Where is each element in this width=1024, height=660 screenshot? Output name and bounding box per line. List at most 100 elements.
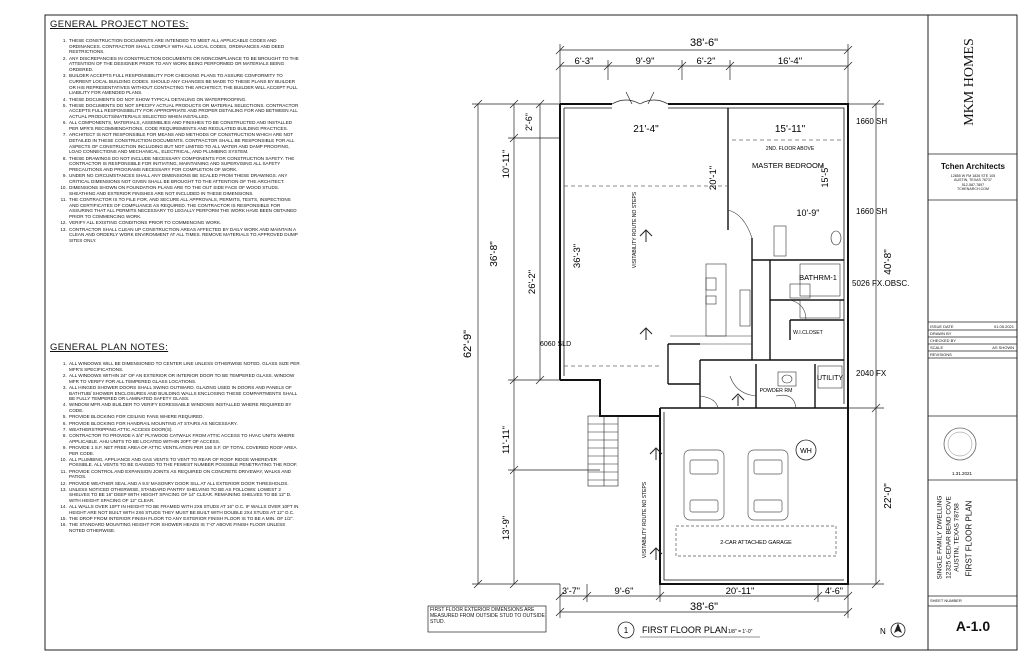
vis-route-2-label: VISITABILITY ROUTE NO STEPS <box>642 481 648 558</box>
water-heater-icon <box>795 439 817 461</box>
wh-label: WH <box>800 448 812 455</box>
scale-row: SCALE AS SHOWN <box>930 345 1016 350</box>
note-item: PROVIDE BLOCKING FOR CEILING FANS WHERE … <box>68 414 300 420</box>
garage-label: 2-CAR ATTACHED GARAGE <box>720 540 792 546</box>
note-item: ALL PLUMBING, APPLIANCE AND GAS VENTS TO… <box>68 457 300 468</box>
note-item: THE DROP FROM INTERIOR FINISH FLOOR TO A… <box>68 516 300 522</box>
architect-info-line: 512-587-7897 <box>961 182 985 187</box>
dim-master-depth: 15'-5" <box>820 165 830 188</box>
dim-bottom-seg-2: 9'-6" <box>615 586 634 597</box>
plan-notes-title: GENERAL PLAN NOTES: <box>50 342 169 353</box>
note-item: ALL WALLS OVER 10FT IN HEIGHT TO BE FRAM… <box>68 504 300 515</box>
window-1660-b: 1660 SH <box>856 207 887 216</box>
note-item: CONTRACTOR SHALL CLEAN UP CONSTRUCTION A… <box>68 227 300 244</box>
bathroom-label: BATHRM-1 <box>799 273 837 282</box>
note-item: VERIFY ALL EXISTING CONDITIONS PRIOR TO … <box>68 220 300 226</box>
revisions-row: REVISIONS <box>930 352 1016 357</box>
note-item: PROVIDE BLOCKING FOR HANDRAIL MOUNTING A… <box>68 421 300 427</box>
note-item: PROVIDE 1 S.F. NET FREE AREA OF ATTIC VE… <box>68 445 300 456</box>
interior-walls <box>660 108 848 409</box>
view-number-bubble <box>617 621 635 639</box>
view-number: 1 <box>624 626 629 635</box>
note-item: WINDOW MFR AND BUILDER TO VERIFY EGRESSA… <box>68 402 300 413</box>
dim-master-width: 15'-11" <box>775 124 806 135</box>
note-item: PROVIDE CONTROL AND EXPANSION JOINTS AS … <box>68 469 300 480</box>
plan-notes-list: ALL WINDOWS WILL BE DIMENSIONED TO CENTE… <box>50 361 300 534</box>
note-item: THE CONTRACTOR IS TO FILE FOR, AND SECUR… <box>68 197 300 220</box>
powder-room-label: POWDER RM <box>760 388 793 394</box>
bottom-dimensions <box>555 584 853 618</box>
dim-left-seg-2: 10'-11" <box>501 150 512 179</box>
note-item: ALL WINDOWS WILL BE DIMENSIONED TO CENTE… <box>68 361 300 372</box>
dim-top-seg-1: 6'-3" <box>575 56 594 67</box>
scale-value: AS SHOWN <box>992 345 1014 350</box>
dim-bottom-seg-3: 20'-11" <box>726 586 755 597</box>
sheet-number-label: SHEET NUMBER <box>930 598 962 603</box>
company-name: MKM HOMES <box>962 38 977 126</box>
bath-fixtures <box>773 225 843 389</box>
checked-by-row: CHECKED BY <box>930 338 1016 343</box>
top-dimensions <box>555 44 853 110</box>
dim-top-seg-2: 9'-9" <box>636 56 655 67</box>
dim-left-seg-4: 11'-11" <box>501 426 512 454</box>
note-item: ALL WINDOWS WITHIN 24" OF AN EXTERIOR OR… <box>68 373 300 384</box>
scale-label: SCALE <box>930 345 944 350</box>
window-6060: 6060 SLD <box>540 341 571 348</box>
drawn-by-row: DRAWN BY <box>930 331 1016 336</box>
dim-bottom-seg-1: 3'-7" <box>562 586 580 596</box>
architect-seal <box>943 427 977 461</box>
dim-left-overall: 62'-9" <box>462 330 474 358</box>
window-1660-a: 1660 SH <box>856 117 887 126</box>
wi-closet-label: W.I.CLOSET <box>793 330 824 336</box>
garage-cars <box>675 449 837 557</box>
issue-date-value: 01.05.2021 <box>993 324 1014 329</box>
drawn-by-label: DRAWN BY <box>930 331 952 336</box>
dim-top-overall: 38'-6" <box>690 37 718 49</box>
project-line-3: AUSTIN, TEXAS 78758 <box>953 503 961 572</box>
dim-living-depth: 36'-3" <box>572 244 583 268</box>
second-floor-outline <box>564 139 844 367</box>
stairs <box>587 415 619 487</box>
note-item: THESE CONSTRUCTION DOCUMENTS ARE INTENDE… <box>68 38 300 55</box>
dim-left-seg-5: 13'-9" <box>501 516 512 540</box>
note-item: UNDER NO CIRCUMSTANCES SHALL ANY DIMENSI… <box>68 173 300 184</box>
architect-info: 12855 W FM 1826 STE 105 AUSTIN, TEXAS 78… <box>930 174 1016 191</box>
note-item: ARCHITECT IS NOT RESPONSIBLE FOR MEANS A… <box>68 132 300 155</box>
issue-date-label: ISSUE DATE <box>930 324 954 329</box>
note-item: DIMENSIONS SHOWN ON FOUNDATION PLANS ARE… <box>68 185 300 196</box>
general-project-notes: GENERAL PROJECT NOTES: THESE CONSTRUCTIO… <box>50 19 300 244</box>
sheet-title: FIRST FLOOR PLAN <box>964 500 974 577</box>
left-dimensions <box>472 99 600 589</box>
project-line-1: SINGLE FAMILY DWELLING <box>936 495 944 580</box>
dim-hall-depth: 20'-1" <box>708 166 719 190</box>
note-item: WEATHERSTRIPPING ATTIC ACCESS DOOR(S). <box>68 427 300 433</box>
project-notes-title: GENERAL PROJECT NOTES: <box>50 19 189 30</box>
window-5026: 5026 FX.OBSC. <box>852 279 909 288</box>
architect-info-line: AUSTIN, TEXAS 78737 <box>954 178 992 183</box>
project-notes-list: THESE CONSTRUCTION DOCUMENTS ARE INTENDE… <box>50 38 300 244</box>
window-2040: 2040 FX <box>856 369 887 378</box>
exterior-walls <box>559 103 849 585</box>
note-item: THE STANDARD MOUNTING HEIGHT FOR SHOWER … <box>68 522 300 533</box>
dim-top-seg-3: 6'-2" <box>697 56 716 67</box>
rear-french-door <box>611 91 669 105</box>
dim-left-upper: 36'-8" <box>489 241 500 267</box>
seal-date: 1.31.2021 <box>952 471 973 476</box>
note-item: THESE DOCUMENTS DO NOT SPECIFY ACTUAL PR… <box>68 103 300 120</box>
right-dimensions <box>848 99 884 589</box>
project-line-2: 12325 CEDAR BEND COVE <box>945 496 953 579</box>
dims-note-box <box>427 605 547 633</box>
dim-right-lower: 22'-0" <box>883 483 894 509</box>
vis-route-1-label: VISITABILITY ROUTE NO STEPS <box>632 191 638 268</box>
visitability-arrows <box>639 229 745 560</box>
door-swings <box>699 209 807 409</box>
note-item: BUILDER ACCEPTS FULL RESPONSIBILITY FOR … <box>68 73 300 96</box>
note-item: ALL COMPONENTS, MATERIALS, ASSEMBLIES AN… <box>68 120 300 131</box>
revisions-label: REVISIONS <box>930 352 952 357</box>
title-block-lines <box>928 153 1017 607</box>
north-label: N <box>880 627 886 636</box>
note-item: THESE DOCUMENTS DO NOT SHOW TYPICAL DETA… <box>68 97 300 103</box>
note-item: PROVIDE WEATHER SEAL AND A 9.5' MASONRY … <box>68 481 300 487</box>
